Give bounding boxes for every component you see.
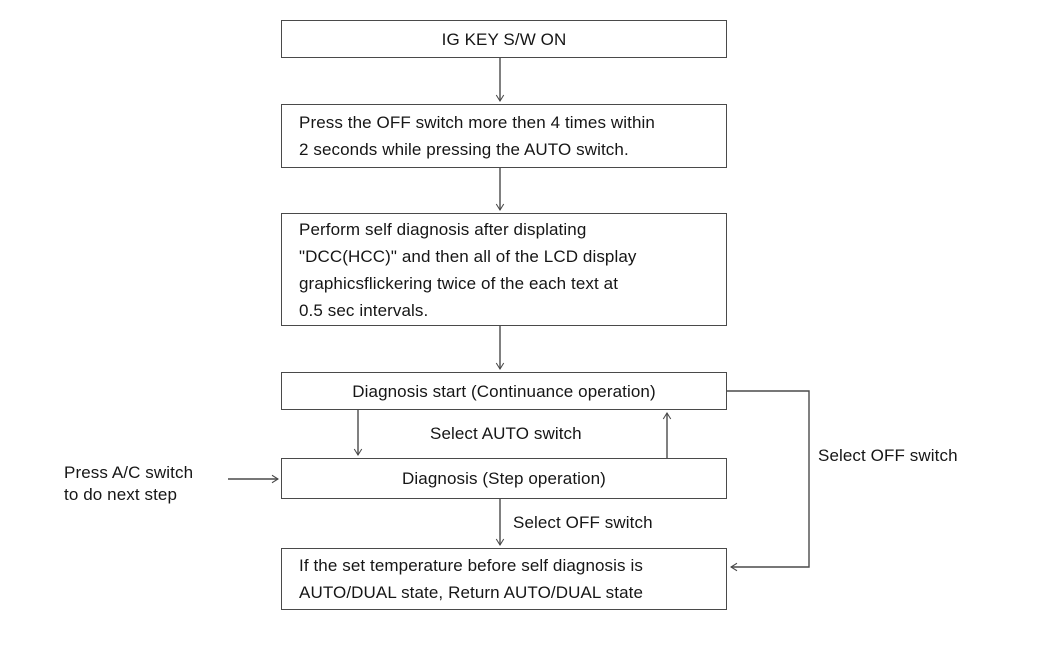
edge-label-select-auto-switch: Select AUTO switch: [430, 424, 582, 443]
flow-node-self-diagnosis-label: Perform self diagnosis after displating …: [299, 219, 637, 320]
flow-node-diagnosis-start-label: Diagnosis start (Continuance operation): [352, 381, 656, 401]
flow-node-press-off: Press the OFF switch more then 4 times w…: [281, 104, 727, 168]
edge-label-select-off-switch-right: Select OFF switch: [818, 446, 958, 465]
flow-node-press-off-label: Press the OFF switch more then 4 times w…: [299, 113, 655, 159]
flow-node-diagnosis-start: Diagnosis start (Continuance operation): [281, 372, 727, 410]
flow-node-ig-key: IG KEY S/W ON: [281, 20, 727, 58]
arrow-diagstart-loop-to-return: [727, 390, 810, 572]
side-label-press-ac-switch: Press A/C switch to do next step: [64, 463, 194, 504]
flow-node-diagnosis-step-label: Diagnosis (Step operation): [402, 469, 606, 488]
flow-node-return-state-label: If the set temperature before self diagn…: [299, 556, 644, 602]
flow-node-self-diagnosis: Perform self diagnosis after displating …: [281, 213, 727, 326]
edge-label-select-off-switch-bottom: Select OFF switch: [513, 513, 653, 532]
flow-node-diagnosis-step: Diagnosis (Step operation): [281, 458, 727, 499]
flow-node-ig-key-label: IG KEY S/W ON: [441, 29, 567, 49]
flow-node-return-state: If the set temperature before self diagn…: [281, 548, 727, 610]
